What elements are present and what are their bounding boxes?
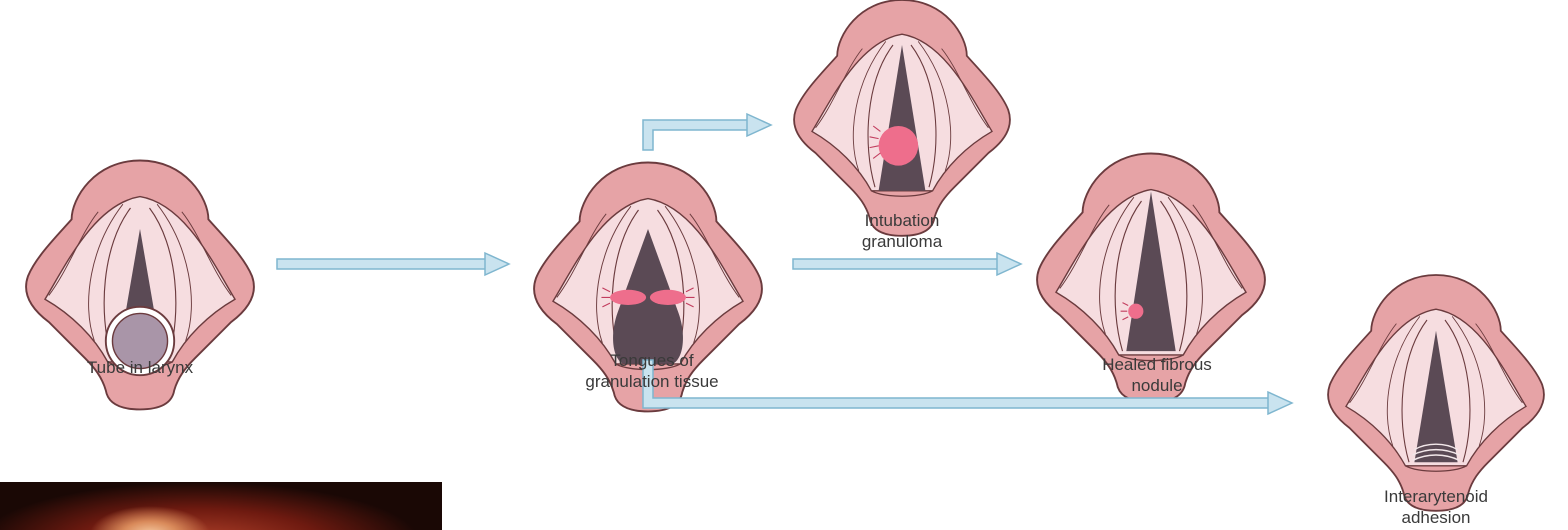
label-tongues-line2: granulation tissue xyxy=(585,371,718,392)
label-tube-in-larynx: Tube in larynx xyxy=(87,357,193,378)
endoscopic-photo xyxy=(0,482,442,530)
arrow-granulation-to-granuloma xyxy=(643,114,771,150)
label-adhesion-line1: Interarytenoid xyxy=(1384,486,1488,507)
label-nodule-line1: Healed fibrous xyxy=(1102,354,1212,375)
arrow-tube-to-granulation xyxy=(277,253,509,275)
larynx-interarytenoid-adhesion xyxy=(1328,275,1544,511)
label-adhesion-line2: adhesion xyxy=(1401,507,1470,528)
label-granuloma-line1: Intubation xyxy=(865,210,940,231)
larynx-intubation-granuloma xyxy=(794,0,1010,236)
arrow-granulation-to-nodule xyxy=(793,253,1021,275)
label-nodule-line2: nodule xyxy=(1131,375,1182,396)
label-granuloma-line2: granuloma xyxy=(862,231,942,252)
label-tongues-line1: Tongues of xyxy=(610,350,693,371)
